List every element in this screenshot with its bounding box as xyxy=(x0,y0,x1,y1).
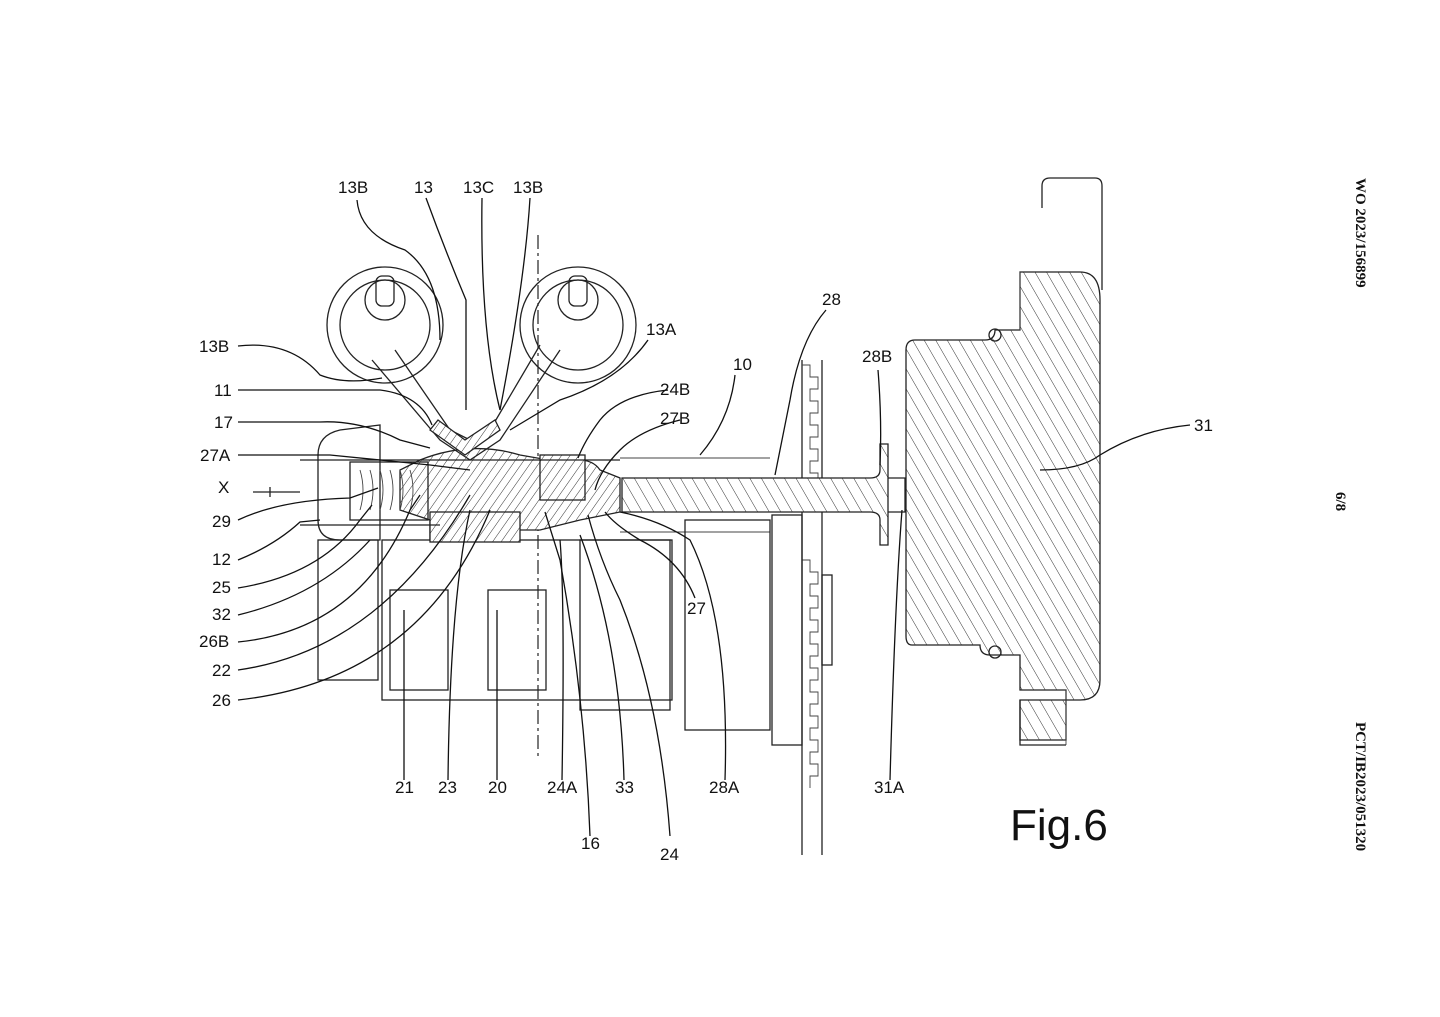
application-number: PCT/IB2023/051320 xyxy=(1352,722,1368,851)
label-24: 24 xyxy=(660,845,679,864)
label-31A: 31A xyxy=(874,778,905,797)
part-31-block xyxy=(905,177,1103,746)
label-27: 27 xyxy=(687,599,706,618)
axis-x-marker xyxy=(253,487,300,497)
label-10: 10 xyxy=(733,355,752,374)
label-17: 17 xyxy=(214,413,233,432)
label-23: 23 xyxy=(438,778,457,797)
label-20: 20 xyxy=(488,778,507,797)
shaft-28 xyxy=(620,443,906,546)
label-27A: 27A xyxy=(200,446,231,465)
label-28B: 28B xyxy=(862,347,892,366)
label-21: 21 xyxy=(395,778,414,797)
label-28A: 28A xyxy=(709,778,740,797)
label-12: 12 xyxy=(212,550,231,569)
publication-number: WO 2023/156899 xyxy=(1352,178,1368,288)
label-13C-top: 13C xyxy=(463,178,494,197)
sprocket xyxy=(771,360,833,855)
label-13B-left: 13B xyxy=(199,337,229,356)
label-11: 11 xyxy=(214,381,232,400)
leader-lines xyxy=(237,197,1191,837)
label-26B: 26B xyxy=(199,632,229,651)
label-31: 31 xyxy=(1194,416,1213,435)
label-27B: 27B xyxy=(660,409,690,428)
label-24B: 24B xyxy=(660,380,690,399)
figure-title: Fig.6 xyxy=(1010,801,1108,850)
label-13B-top-left: 13B xyxy=(338,178,368,197)
label-X: X xyxy=(218,478,229,497)
valve-assembly xyxy=(326,266,637,461)
label-29: 29 xyxy=(212,512,231,531)
central-body xyxy=(300,447,621,543)
label-13A: 13A xyxy=(646,320,677,339)
label-28: 28 xyxy=(822,290,841,309)
label-22: 22 xyxy=(212,661,231,680)
label-13B-top-right: 13B xyxy=(513,178,543,197)
label-32: 32 xyxy=(212,605,231,624)
sheet-number: 6/8 xyxy=(1332,492,1348,511)
label-24A: 24A xyxy=(547,778,578,797)
label-25: 25 xyxy=(212,578,231,597)
label-26: 26 xyxy=(212,691,231,710)
label-13-top: 13 xyxy=(414,178,433,197)
reference-labels: 13B 13 13C 13B 13B 13A 11 17 27A X 29 12… xyxy=(199,178,1213,864)
label-33: 33 xyxy=(615,778,634,797)
label-16: 16 xyxy=(581,834,600,853)
drawing-body xyxy=(253,177,1103,855)
